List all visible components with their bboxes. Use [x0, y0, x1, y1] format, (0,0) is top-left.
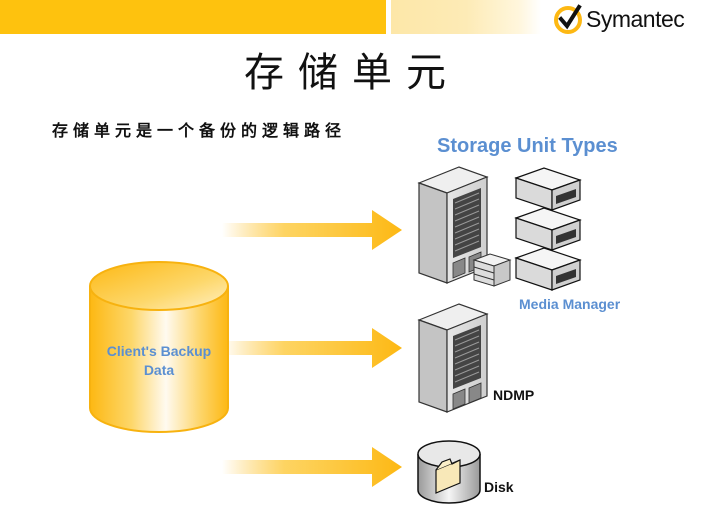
ndmp-server-icon: [417, 303, 489, 413]
tape-library-icon: [514, 167, 582, 291]
disk-label: Disk: [484, 479, 514, 495]
page-subtitle: 存储单元是一个备份的逻辑路径: [52, 121, 347, 140]
source-label-line2: Data: [143, 362, 175, 378]
header-bar-fade: [391, 0, 541, 34]
symantec-logo: Symantec: [554, 2, 685, 36]
source-label: Client's Backup Data: [86, 342, 232, 380]
storage-unit-types-heading: Storage Unit Types: [437, 135, 618, 157]
page-title: 存储单元: [244, 50, 460, 96]
disk-folder-icon: [417, 440, 481, 504]
source-label-line1: Client's Backup: [106, 343, 212, 359]
tape-drive-small-icon: [472, 253, 512, 287]
database-cylinder-icon: [89, 261, 229, 433]
arrow-to-ndmp: [222, 328, 402, 368]
arrow-to-media-manager: [222, 210, 402, 250]
media-manager-label: Media Manager: [519, 296, 621, 312]
checkmark-logo-icon: [554, 4, 584, 34]
ndmp-label: NDMP: [493, 387, 535, 403]
arrow-to-disk: [222, 447, 402, 487]
header-bar: [0, 0, 386, 34]
brand-name: Symantec: [586, 5, 685, 32]
